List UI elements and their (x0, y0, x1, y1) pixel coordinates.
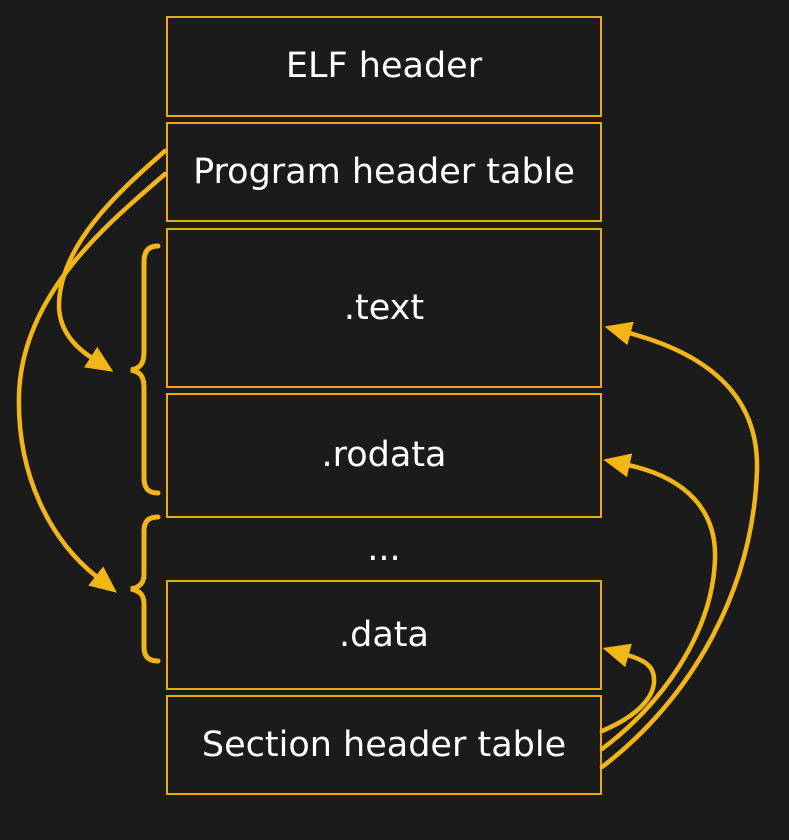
arrow-phdr-to-segment2 (16, 171, 168, 593)
box-data-section: .data (166, 580, 602, 690)
box-elf-header: ELF header (166, 16, 602, 117)
brace-segment-text-rodata (130, 243, 161, 496)
ellipsis-sections: ... (166, 518, 602, 580)
arrow-shdr-to-data (599, 643, 657, 734)
box-section-header-table: Section header table (166, 695, 602, 795)
box-rodata-section: .rodata (166, 393, 602, 518)
box-label: .rodata (321, 435, 447, 475)
box-label: .data (339, 614, 429, 655)
box-label: Section header table (201, 724, 567, 765)
box-label: .text (343, 287, 425, 328)
arrow-phdr-to-segment1 (56, 148, 168, 372)
box-label: Program header table (193, 151, 575, 192)
arrow-shdr-to-rodata (599, 453, 718, 752)
arrow-shdr-to-text (599, 321, 760, 770)
box-label: ELF header (285, 46, 483, 86)
brace-segment-ellipsis-data (130, 514, 161, 664)
ellipsis-label: ... (367, 528, 401, 569)
box-text-section: .text (166, 228, 602, 388)
box-program-header-table: Program header table (166, 122, 602, 222)
